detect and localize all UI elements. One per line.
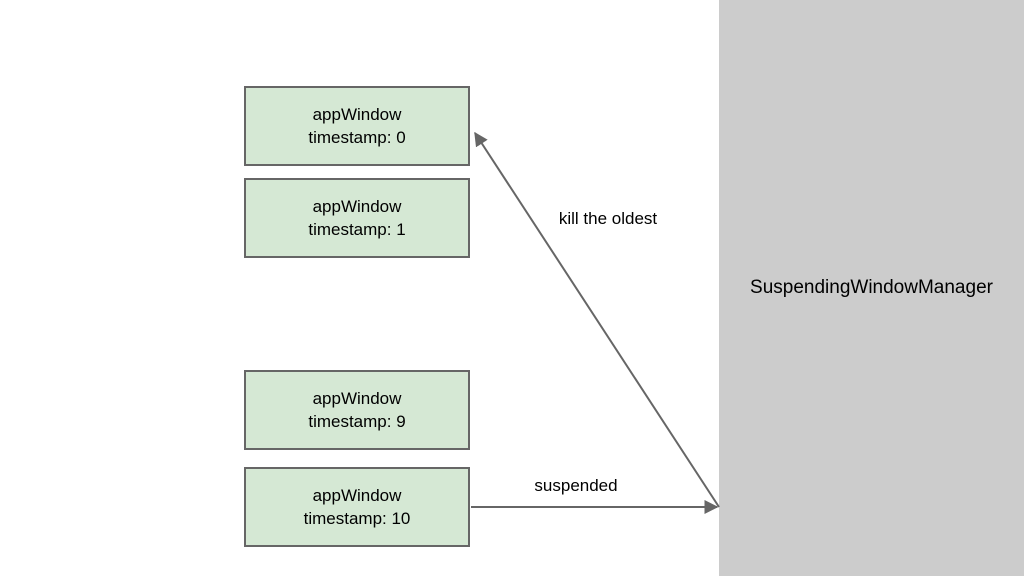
kill-the-oldest-arrow [474,131,720,508]
suspended-label: suspended [532,476,620,496]
box-label-line: appWindow [312,486,402,505]
box-label-line: timestamp: 0 [308,128,406,147]
box-label-line: appWindow [312,105,402,124]
kill-the-oldest-label: kill the oldest [556,209,660,229]
box-label-line: timestamp: 10 [303,509,411,528]
box-label-line: appWindow [312,197,402,216]
box-label-line: timestamp: 1 [308,220,406,239]
app-window-box-timestamp-1: appWindow timestamp: 1 [244,178,470,258]
suspending-window-manager-panel: SuspendingWindowManager [719,0,1024,576]
app-window-box-timestamp-0: appWindow timestamp: 0 [244,86,470,166]
panel-title: SuspendingWindowManager [750,277,993,298]
app-window-box-timestamp-9: appWindow timestamp: 9 [244,370,470,450]
box-label-line: appWindow [312,389,402,408]
app-window-box-timestamp-10: appWindow timestamp: 10 [244,467,470,547]
box-label-line: timestamp: 9 [308,412,406,431]
